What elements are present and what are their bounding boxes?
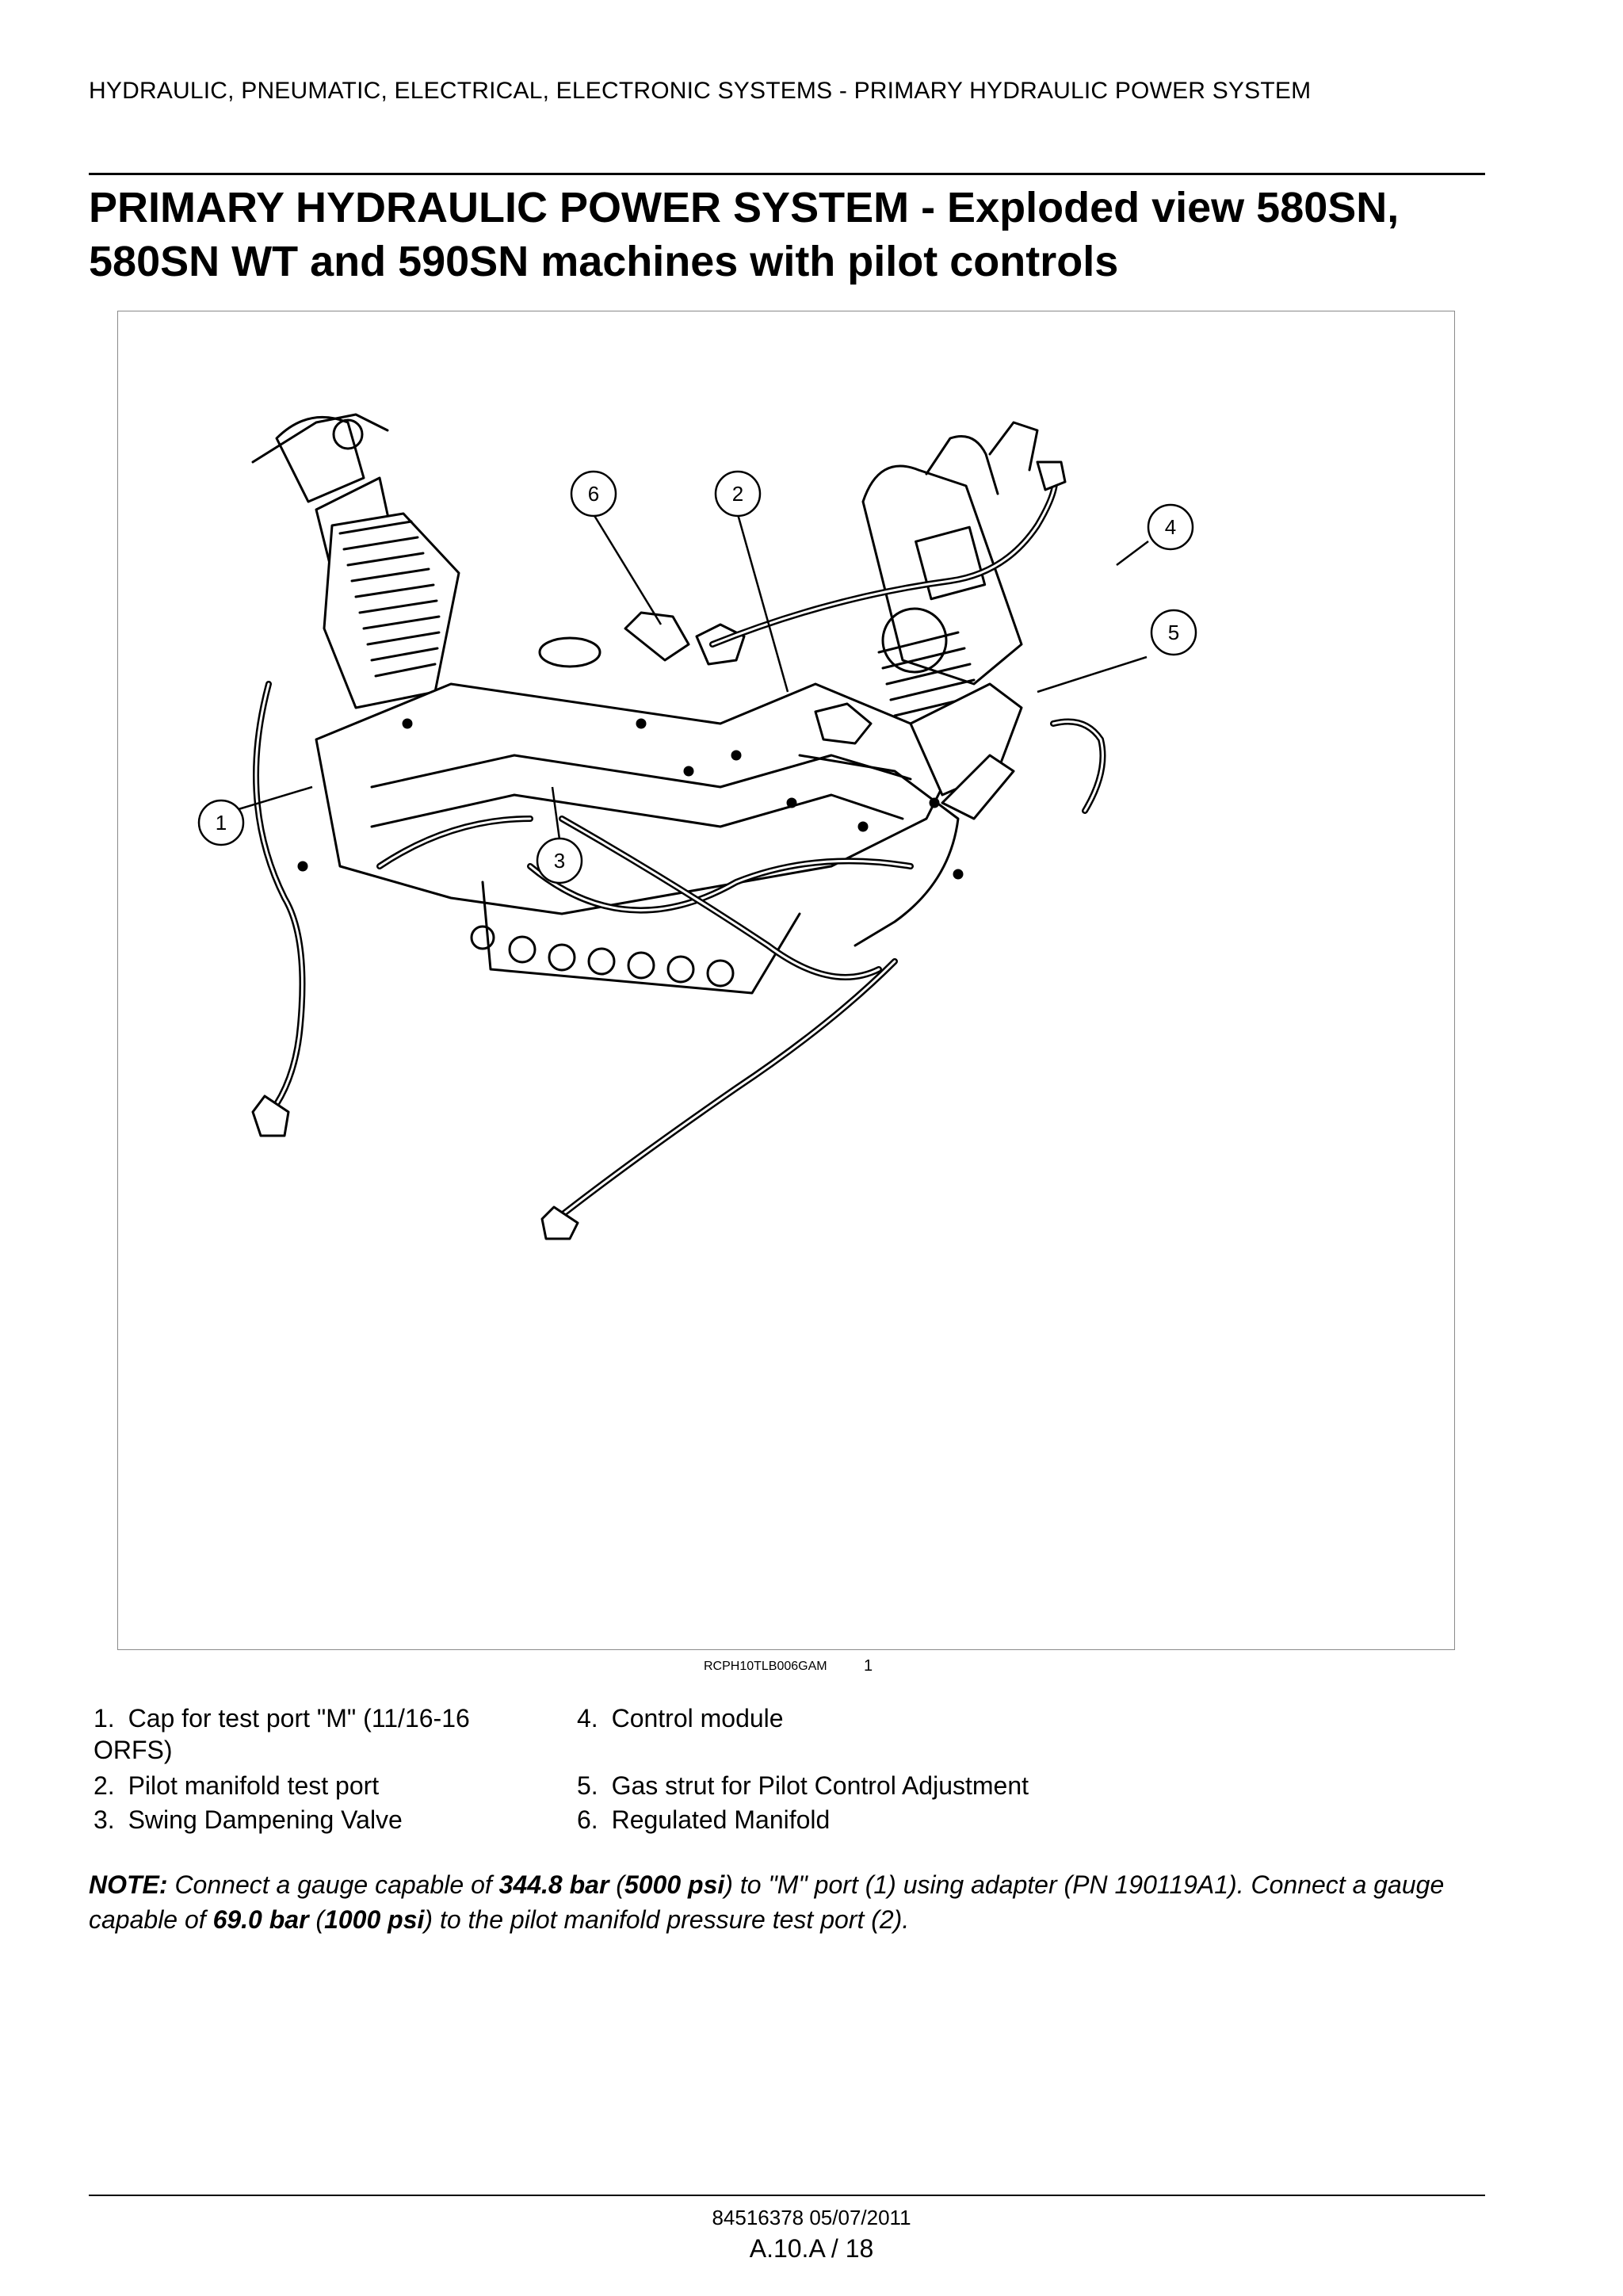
leader-line-5 (1037, 655, 1148, 693)
callout-4: 4 (1147, 503, 1194, 551)
note-value: 5000 psi (624, 1870, 725, 1899)
svg-text:1: 1 (216, 811, 227, 835)
footer-doc-number: 84516378 05/07/2011 (712, 2206, 911, 2229)
leader-line-6 (592, 514, 663, 625)
legend-item-1: 1. Cap for test port "M" (11/16-16 ORFS) (94, 1702, 537, 1766)
note-paragraph: NOTE: Connect a gauge capable of 344.8 b… (89, 1867, 1491, 1937)
leader-line-3 (551, 786, 561, 840)
svg-text:2: 2 (732, 482, 743, 506)
legend-text: Pilot manifold test port (128, 1771, 380, 1800)
note-text: ( (315, 1905, 325, 1934)
legend-text: Swing Dampening Valve (128, 1805, 403, 1834)
callout-6: 6 (570, 470, 617, 518)
legend-text-continued: ORFS) (94, 1736, 173, 1764)
note-value: 344.8 bar (498, 1870, 609, 1899)
legend-number: 3. (94, 1805, 115, 1834)
header-rule (89, 173, 1485, 175)
legend-number: 5. (577, 1771, 598, 1800)
legend-item-6: 6. Regulated Manifold (577, 1804, 1290, 1836)
legend-number: 1. (94, 1704, 115, 1733)
hydraulic-assembly-illustration: 1 2 3 4 5 6 (197, 413, 1197, 1240)
callout-1: 1 (197, 799, 245, 846)
note-text: ) to the pilot manifold pressure test po… (424, 1905, 910, 1934)
legend-text: Regulated Manifold (611, 1805, 831, 1834)
leader-line-4 (1116, 541, 1149, 566)
legend-text: Control module (611, 1704, 784, 1733)
legend-text: Cap for test port "M" (11/16-16 (128, 1704, 470, 1733)
svg-text:3: 3 (554, 849, 565, 873)
exploded-view-figure: 1 2 3 4 5 6 (117, 311, 1455, 1650)
running-header: HYDRAULIC, PNEUMATIC, ELECTRICAL, ELECTR… (89, 78, 1312, 104)
page-title-line-2: 580SN WT and 590SN machines with pilot c… (89, 238, 1119, 285)
page-title-line-1: PRIMARY HYDRAULIC POWER SYSTEM - Explode… (89, 184, 1400, 231)
note-text: ) to "M" port (1) using adapter (PN 1901… (89, 1870, 1445, 1934)
figure-number: 1 (864, 1657, 873, 1675)
note-text: ( (616, 1870, 624, 1899)
callout-3: 3 (536, 837, 583, 884)
callout-5: 5 (1150, 609, 1197, 656)
legend-item-4: 4. Control module (577, 1702, 1290, 1734)
note-label: NOTE: (89, 1870, 168, 1899)
legend-number: 2. (94, 1771, 115, 1800)
page-title: PRIMARY HYDRAULIC POWER SYSTEM - Explode… (89, 181, 1515, 288)
note-text: Connect a gauge capable of (174, 1870, 492, 1899)
svg-text:6: 6 (588, 482, 599, 506)
note-value: 1000 psi (324, 1905, 425, 1934)
legend-number: 4. (577, 1704, 598, 1733)
legend-item-5: 5. Gas strut for Pilot Control Adjustmen… (577, 1770, 1290, 1801)
leader-line-1 (238, 785, 313, 811)
footer-page-number: A.10.A / 18 (749, 2234, 874, 2263)
figure-reference: RCPH10TLB006GAM (704, 1660, 827, 1673)
legend-number: 6. (577, 1805, 598, 1834)
svg-text:4: 4 (1165, 515, 1176, 539)
leader-line-2 (736, 514, 789, 693)
callout-2: 2 (714, 470, 762, 518)
legend-item-2: 2. Pilot manifold test port (94, 1770, 537, 1801)
legend-text: Gas strut for Pilot Control Adjustment (611, 1771, 1029, 1800)
note-value: 69.0 bar (212, 1905, 309, 1934)
legend-item-3: 3. Swing Dampening Valve (94, 1804, 537, 1836)
footer-rule (89, 2195, 1485, 2196)
svg-text:5: 5 (1168, 621, 1179, 644)
